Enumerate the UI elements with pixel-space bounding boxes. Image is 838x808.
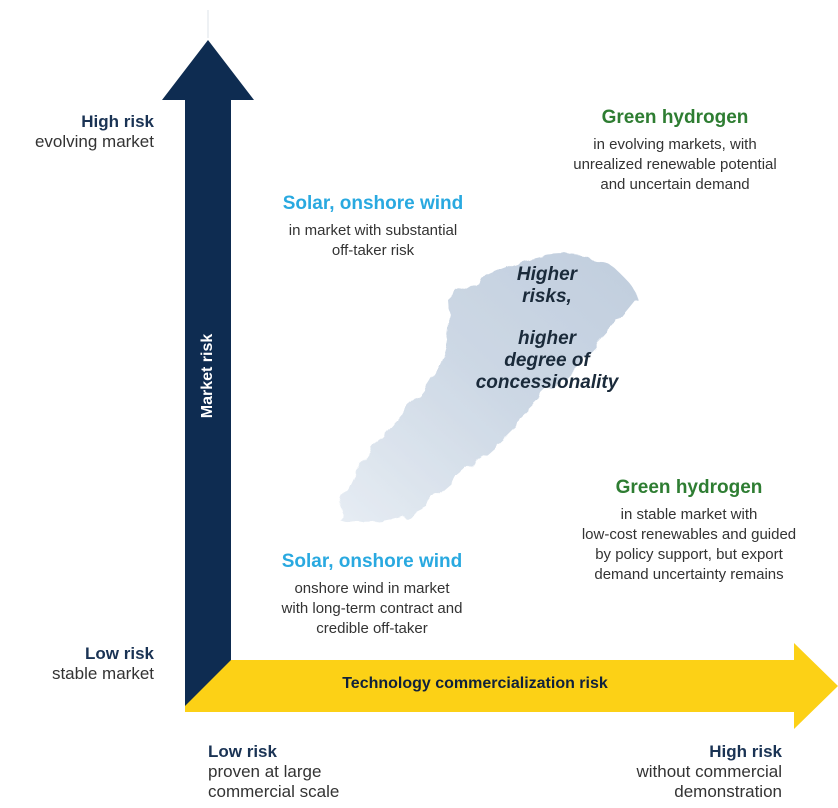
y-low-desc: stable market [51, 664, 154, 683]
quadrant-top-left: Solar, onshore wind in market with subst… [255, 192, 491, 261]
quadrant-description: in stable market with low-cost renewable… [558, 505, 820, 585]
quadrant-bottom-left: Solar, onshore wind onshore wind in mark… [252, 550, 492, 639]
x-high-desc-2: demonstration [674, 782, 782, 801]
center-line: risks, [522, 286, 572, 307]
center-line: degree of [504, 350, 590, 371]
brush-arrow-shape [338, 254, 638, 523]
y-low-label: Low risk stable market [0, 644, 154, 684]
x-high-label: High risk without commercial demonstrati… [560, 742, 783, 802]
y-high-level: High risk [81, 112, 154, 131]
x-low-desc-1: proven at large [208, 762, 322, 781]
y-high-desc: evolving market [34, 132, 154, 151]
desc-line: in market with substantial [288, 222, 458, 239]
center-line: higher [517, 328, 577, 349]
center-line: Higher [516, 264, 578, 285]
center-message: Higher risks, higher degree of concessio… [452, 264, 642, 394]
y-low-level: Low risk [85, 644, 154, 663]
quadrant-title: Green hydrogen [615, 477, 763, 498]
desc-line: low-cost renewables and guided [581, 526, 797, 543]
desc-line: onshore wind in market [294, 580, 450, 597]
y-high-label: High risk evolving market [0, 112, 154, 152]
x-high-level: High risk [709, 742, 782, 761]
desc-line: by policy support, but export [595, 546, 783, 563]
x-low-level: Low risk [208, 742, 277, 761]
quadrant-description: in evolving markets, with unrealized ren… [550, 135, 800, 195]
market-risk-arrow [162, 40, 254, 706]
center-spacer [452, 308, 642, 328]
desc-line: in stable market with [620, 506, 758, 523]
quadrant-top-right: Green hydrogen in evolving markets, with… [550, 106, 800, 195]
technology-risk-arrow [185, 643, 838, 729]
desc-line: demand uncertainty remains [594, 566, 784, 583]
quadrant-title: Solar, onshore wind [282, 193, 464, 214]
desc-line: credible off-taker [316, 620, 428, 637]
technology-risk-label: Technology commercialization risk [342, 675, 608, 692]
center-line: concessionality [475, 372, 619, 393]
desc-line: off-taker risk [331, 242, 415, 259]
desc-line: unrealized renewable potential [573, 156, 777, 173]
x-low-desc-2: commercial scale [208, 782, 340, 801]
x-low-label: Low risk proven at large commercial scal… [208, 742, 408, 802]
market-risk-label: Market risk [199, 333, 216, 419]
quadrant-title: Green hydrogen [601, 107, 749, 128]
quadrant-bottom-right: Green hydrogen in stable market with low… [558, 476, 820, 585]
desc-line: and uncertain demand [600, 176, 750, 193]
desc-line: in evolving markets, with [593, 136, 757, 153]
quadrant-description: in market with substantial off-taker ris… [255, 221, 491, 261]
quadrant-description: onshore wind in market with long-term co… [252, 579, 492, 639]
desc-line: with long-term contract and [281, 600, 463, 617]
quadrant-title: Solar, onshore wind [281, 551, 463, 572]
x-high-desc-1: without commercial [636, 762, 783, 781]
